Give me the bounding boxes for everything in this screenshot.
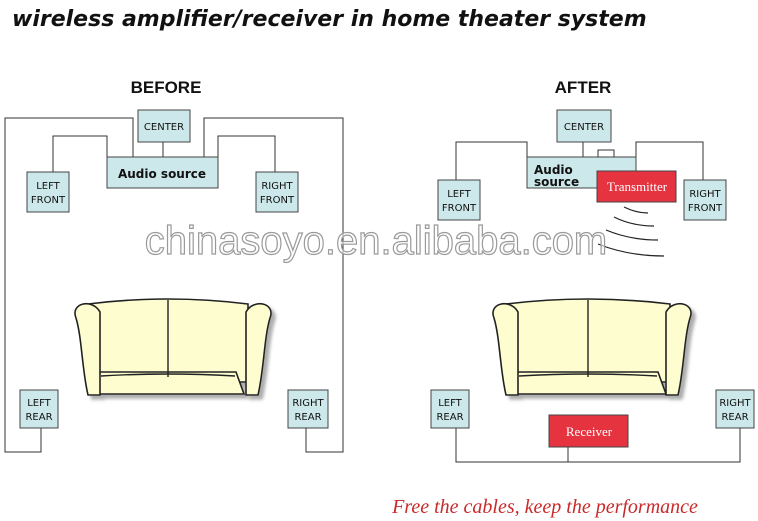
before-left-rear-line1: LEFT xyxy=(27,398,51,409)
after-center-speaker: CENTER xyxy=(556,109,612,143)
after-left-front-speaker: LEFT FRONT xyxy=(437,179,481,221)
wire-receiver-rears xyxy=(455,428,741,463)
before-audio-source-box xyxy=(106,156,219,189)
after-center-label: CENTER xyxy=(564,122,604,133)
wire-left-front xyxy=(52,135,108,172)
after-sofa-right-arm xyxy=(665,302,692,396)
before-audio-source-label: Audio source xyxy=(118,167,206,181)
after-right-front-line1: RIGHT xyxy=(689,189,721,200)
signal-wave-2 xyxy=(613,216,655,227)
before-center-speaker: CENTER xyxy=(137,109,191,143)
before-sofa-right-arm xyxy=(245,302,272,396)
after-left-rear-line2: REAR xyxy=(436,412,463,423)
before-panel: BEFORE CENTER Audio source LEFT xyxy=(4,78,344,453)
signal-wave-1 xyxy=(623,206,649,214)
wire-after-right-front xyxy=(635,141,704,180)
diagram-title: wireless amplifier/receiver in home thea… xyxy=(12,7,647,32)
after-sofa-left-arm xyxy=(492,302,519,396)
signal-wave-4 xyxy=(597,243,665,257)
transmitter-label: Transmitter xyxy=(607,179,668,194)
before-left-rear-speaker: LEFT REAR xyxy=(19,389,59,429)
before-left-rear-box xyxy=(19,389,59,429)
after-left-rear-line1: LEFT xyxy=(438,398,462,409)
before-right-rear-line1: RIGHT xyxy=(292,398,324,409)
after-left-rear-box xyxy=(430,389,470,429)
before-sofa-left-arm xyxy=(74,302,101,396)
before-left-front-line2: FRONT xyxy=(31,195,66,206)
after-panel: AFTER CENTER Audio source Transmitter xyxy=(430,78,755,463)
after-left-front-box xyxy=(437,179,481,221)
signal-wave-3 xyxy=(605,229,659,241)
transmitter-box xyxy=(596,170,677,203)
tagline: Free the cables, keep the performance xyxy=(391,496,698,518)
after-right-front-line2: FRONT xyxy=(688,203,723,214)
wire-right-rear xyxy=(203,117,344,453)
before-right-rear-speaker: RIGHT REAR xyxy=(287,389,329,429)
after-right-front-speaker: RIGHT FRONT xyxy=(683,179,727,221)
after-heading: AFTER xyxy=(555,78,612,97)
before-left-rear-line2: REAR xyxy=(25,412,52,423)
after-transmitter: Transmitter xyxy=(596,170,677,203)
before-right-front-speaker: RIGHT FRONT xyxy=(255,171,299,213)
before-left-front-box xyxy=(26,171,70,213)
before-wires xyxy=(4,117,344,453)
before-center-box xyxy=(137,109,191,143)
before-right-rear-line2: REAR xyxy=(294,412,321,423)
before-right-front-line2: FRONT xyxy=(260,195,295,206)
after-left-rear-speaker: LEFT REAR xyxy=(430,389,470,429)
receiver-box xyxy=(548,414,629,448)
after-audio-source-line2: source xyxy=(534,175,579,189)
before-right-front-line1: RIGHT xyxy=(261,181,293,192)
before-left-front-line1: LEFT xyxy=(36,181,60,192)
after-sofa xyxy=(492,298,692,396)
after-audio-source-line1: Audio xyxy=(534,163,573,177)
after-right-rear-line2: REAR xyxy=(721,412,748,423)
wire-after-left-front xyxy=(455,141,528,180)
before-sofa-cushion-line xyxy=(100,373,236,377)
after-receiver: Receiver xyxy=(548,414,629,448)
before-heading: BEFORE xyxy=(131,78,202,97)
after-left-front-line2: FRONT xyxy=(442,203,477,214)
after-right-front-box xyxy=(683,179,727,221)
after-left-front-line1: LEFT xyxy=(447,189,471,200)
after-right-rear-box xyxy=(715,389,755,429)
before-right-front-box xyxy=(255,171,299,213)
before-right-rear-box xyxy=(287,389,329,429)
watermark: chinasoyo.en.alibaba.com xyxy=(145,219,608,263)
before-left-front-speaker: LEFT FRONT xyxy=(26,171,70,213)
wire-right-front xyxy=(217,135,276,172)
before-center-label: CENTER xyxy=(144,122,184,133)
before-audio-source: Audio source xyxy=(106,156,219,189)
wireless-signal-waves xyxy=(597,206,665,257)
wire-left-rear xyxy=(4,117,134,453)
after-right-rear-line1: RIGHT xyxy=(719,398,751,409)
after-right-rear-speaker: RIGHT REAR xyxy=(715,389,755,429)
before-sofa xyxy=(74,298,272,396)
after-center-box xyxy=(556,109,612,143)
receiver-label: Receiver xyxy=(566,424,613,439)
after-sofa-cushion-line xyxy=(518,373,658,377)
